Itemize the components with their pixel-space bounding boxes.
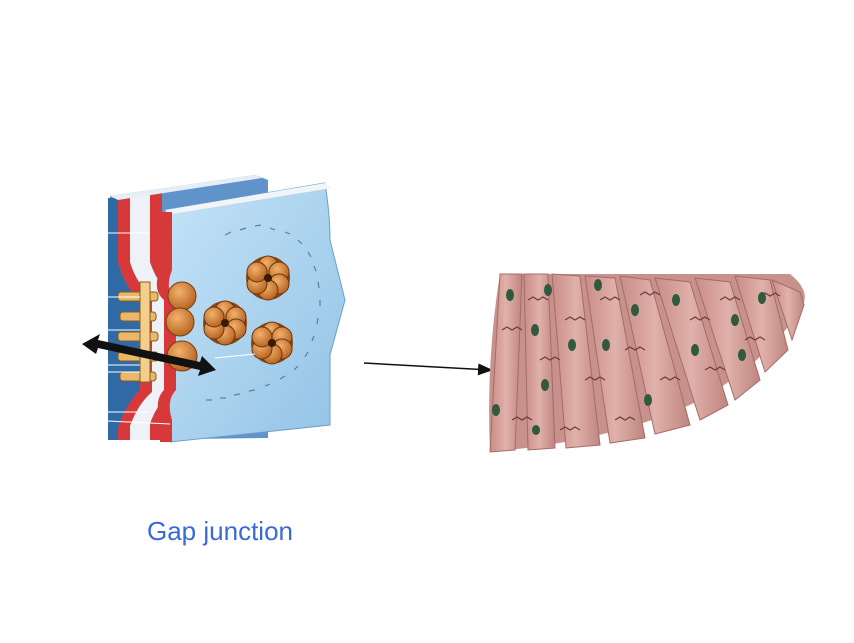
membrane-texture — [206, 224, 321, 401]
gap-junction-illustration — [82, 175, 346, 443]
connexon-rosette — [251, 321, 293, 365]
cardiac-muscle-tissue — [489, 273, 805, 453]
pointer-arrow — [363, 362, 493, 376]
intercalated-discs — [501, 291, 781, 431]
connexon-rosette — [203, 300, 247, 346]
connexon-rosette — [246, 255, 290, 301]
nuclei — [492, 279, 766, 435]
label-lines — [107, 232, 256, 425]
caption-gap-junction: Gap junction — [147, 516, 293, 546]
ion-flow-arrow — [82, 334, 216, 376]
